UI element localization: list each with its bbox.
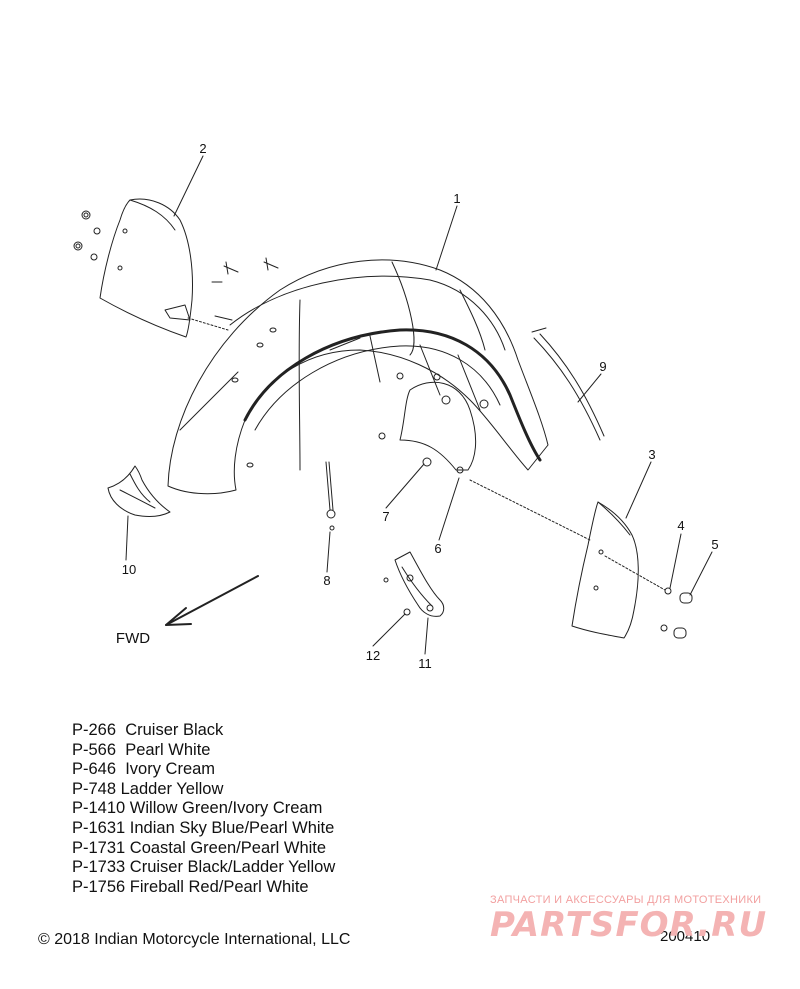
watermark-logo: PARTSFOR.RU: [490, 905, 768, 945]
paint-code-item: P-266 Cruiser Black: [72, 721, 224, 739]
wire-guide-part-8: [325, 461, 336, 531]
exploded-parts-diagram: 1 2 3 4 5 6 7 8 9 10 11 12 FWD: [73, 141, 719, 671]
paint-code-item: P-1410 Willow Green/Ivory Cream: [72, 799, 323, 818]
paint-code-item: P-646 Ivory Cream: [72, 760, 216, 779]
fender-mounting-bracket: [378, 372, 489, 474]
side-cover-left-part-2: [73, 198, 279, 338]
callout-leaders: [125, 155, 713, 655]
callout-8: 8: [323, 573, 330, 588]
callout-10: 10: [122, 562, 136, 577]
callout-11: 11: [418, 656, 432, 671]
bracket-part-11: [383, 551, 445, 617]
rear-fender-part-1: [167, 259, 549, 495]
forward-direction-arrow: [165, 575, 259, 626]
callout-1: 1: [453, 191, 460, 206]
paint-code-item: P-1733 Cruiser Black/Ladder Yellow: [72, 858, 336, 877]
callout-6: 6: [434, 541, 441, 556]
callout-5: 5: [711, 537, 718, 552]
callout-2: 2: [199, 141, 206, 156]
figure-number: 200410: [660, 928, 711, 945]
fender-tip-part-10: [107, 465, 171, 517]
copyright-notice: © 2018 Indian Motorcycle International, …: [38, 931, 351, 948]
paint-code-item: P-1731 Coastal Green/Pearl White: [72, 838, 327, 857]
paint-code-item: P-1631 Indian Sky Blue/Pearl White: [72, 818, 335, 837]
callout-7: 7: [382, 509, 389, 524]
side-cover-right-part-3: [469, 479, 693, 639]
callout-12: 12: [366, 648, 380, 663]
paint-code-item: P-566 Pearl White: [72, 740, 211, 759]
fwd-label: FWD: [116, 630, 150, 647]
paint-code-list: P-266 Cruiser Black P-566 Pearl White P-…: [72, 721, 335, 897]
callout-4: 4: [677, 518, 684, 533]
paint-code-item: P-1756 Fireball Red/Pearl White: [72, 877, 309, 896]
trim-strip-part-9: [531, 327, 605, 441]
callout-labels: 1 2 3 4 5 6 7 8 9 10 11 12 FWD: [116, 141, 719, 671]
paint-code-item: P-748 Ladder Yellow: [72, 779, 224, 798]
watermark-tagline: ЗАПЧАСТИ И АКСЕССУАРЫ ДЛЯ МОТОТЕХНИКИ: [490, 894, 762, 906]
callout-3: 3: [648, 447, 655, 462]
callout-9: 9: [599, 359, 606, 374]
